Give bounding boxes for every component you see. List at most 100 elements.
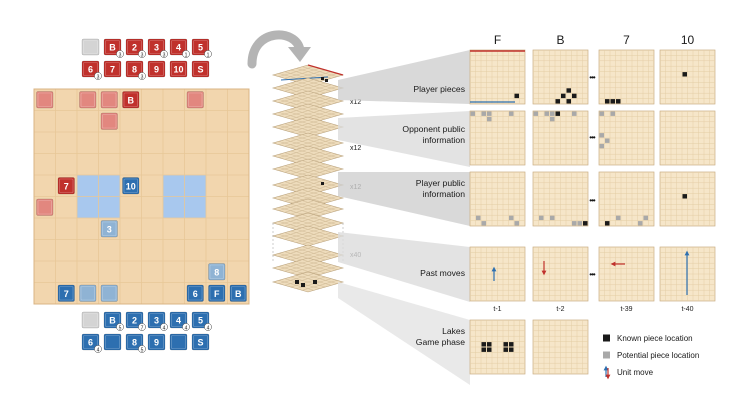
piece-body xyxy=(191,333,210,351)
known-piece-cell xyxy=(583,221,588,226)
known-piece-cell xyxy=(682,194,687,199)
potential-piece-cell xyxy=(481,221,486,226)
captured-piece xyxy=(103,333,122,351)
piece-rank: F xyxy=(214,289,220,299)
multiplier-label: x12 xyxy=(350,99,361,106)
row-label-line: Player public xyxy=(416,178,466,188)
piece-count: 4 xyxy=(207,325,210,331)
piece-body xyxy=(57,284,75,302)
piece-rank: 7 xyxy=(64,181,69,191)
lake-tile xyxy=(184,175,206,197)
board-piece-blue xyxy=(79,284,97,302)
known-piece-cell xyxy=(514,93,519,99)
ellipsis: ••• xyxy=(589,196,596,205)
layer-mark xyxy=(321,77,324,80)
piece-body xyxy=(186,91,204,109)
potential-piece-cell xyxy=(599,143,604,149)
piece-body xyxy=(191,311,210,329)
board-piece-red xyxy=(100,112,118,130)
piece-inner-frame xyxy=(193,335,208,349)
piece-rank: B xyxy=(235,289,242,299)
piece-count: 7 xyxy=(141,325,144,331)
known-piece-cell xyxy=(503,342,508,347)
captured-piece: 44 xyxy=(169,311,190,331)
piece-inner-frame xyxy=(231,286,246,301)
potential-piece-cell xyxy=(487,111,492,116)
piece-body xyxy=(169,311,188,329)
piece-body xyxy=(125,333,144,351)
time-step-label: t-40 xyxy=(681,306,693,313)
known-piece-cell xyxy=(572,93,577,99)
piece-rank: 8 xyxy=(132,338,137,348)
piece-body xyxy=(229,284,247,302)
projection-wedge xyxy=(338,232,470,302)
board-piece-blue: F xyxy=(208,284,226,302)
piece-inner-frame xyxy=(209,264,224,279)
piece-rank: 6 xyxy=(88,338,93,348)
piece-inner-frame xyxy=(171,62,186,76)
potential-piece-cell xyxy=(481,111,486,116)
board-piece-red xyxy=(36,91,54,109)
known-piece-cell xyxy=(561,93,566,99)
piece-rank: B xyxy=(109,43,116,53)
piece-count-badge xyxy=(138,72,146,80)
piece-inner-frame xyxy=(102,114,117,129)
piece-inner-frame xyxy=(83,313,98,327)
piece-inner-frame xyxy=(123,92,138,107)
piece-count-badge xyxy=(116,50,124,58)
board-piece-red: 7 xyxy=(57,177,75,195)
piece-count: 3 xyxy=(141,52,144,58)
piece-body xyxy=(100,220,118,238)
piece-count-badge xyxy=(160,50,168,58)
row-label-line: Past moves xyxy=(420,268,465,278)
stack-layer xyxy=(271,271,345,293)
row-label-line: information xyxy=(422,189,465,199)
piece-body xyxy=(208,263,226,281)
piece-inner-frame xyxy=(127,40,142,54)
observation-stack: x12x12x12x40 xyxy=(271,64,361,293)
legend-label: Unit move xyxy=(617,368,654,377)
known-piece-cell xyxy=(555,99,560,104)
piece-count-badge xyxy=(160,323,168,331)
piece-body xyxy=(100,91,118,109)
piece-rank: 8 xyxy=(214,267,219,277)
piece-count-badge xyxy=(116,323,124,331)
piece-inner-frame xyxy=(37,200,52,215)
captured-piece: B5 xyxy=(103,311,124,331)
time-step-label: t-39 xyxy=(620,306,632,313)
board-piece-red: B xyxy=(122,91,140,109)
piece-inner-frame xyxy=(188,92,203,107)
captured-piece: 27 xyxy=(125,311,146,331)
piece-rank: 5 xyxy=(198,316,203,326)
lake-tile xyxy=(98,196,120,218)
row-label-line: Opponent public xyxy=(402,124,465,134)
piece-body xyxy=(81,60,100,78)
piece-body xyxy=(36,198,54,216)
piece-inner-frame xyxy=(102,221,117,236)
piece-inner-frame xyxy=(83,40,98,54)
board-piece-red xyxy=(79,91,97,109)
lake-tile xyxy=(77,175,99,197)
feature-panel xyxy=(532,171,589,227)
known-piece-cell xyxy=(682,72,687,77)
column-header: B xyxy=(556,33,564,47)
known-piece-cell xyxy=(509,347,514,352)
piece-count: 3 xyxy=(119,52,122,58)
captured-piece: 63 xyxy=(81,60,102,80)
potential-piece-cell xyxy=(610,111,615,116)
legend-item: Known piece location xyxy=(603,334,693,343)
piece-rank: 5 xyxy=(198,43,203,53)
captured-piece: 7 xyxy=(103,60,122,78)
column-header: 7 xyxy=(623,33,630,47)
piece-inner-frame xyxy=(127,313,142,327)
piece-body xyxy=(100,284,118,302)
piece-rank: 2 xyxy=(132,43,137,53)
piece-count-badge xyxy=(182,323,190,331)
layer-mark xyxy=(325,79,328,82)
piece-body xyxy=(103,60,122,78)
known-piece-cell xyxy=(503,347,508,352)
